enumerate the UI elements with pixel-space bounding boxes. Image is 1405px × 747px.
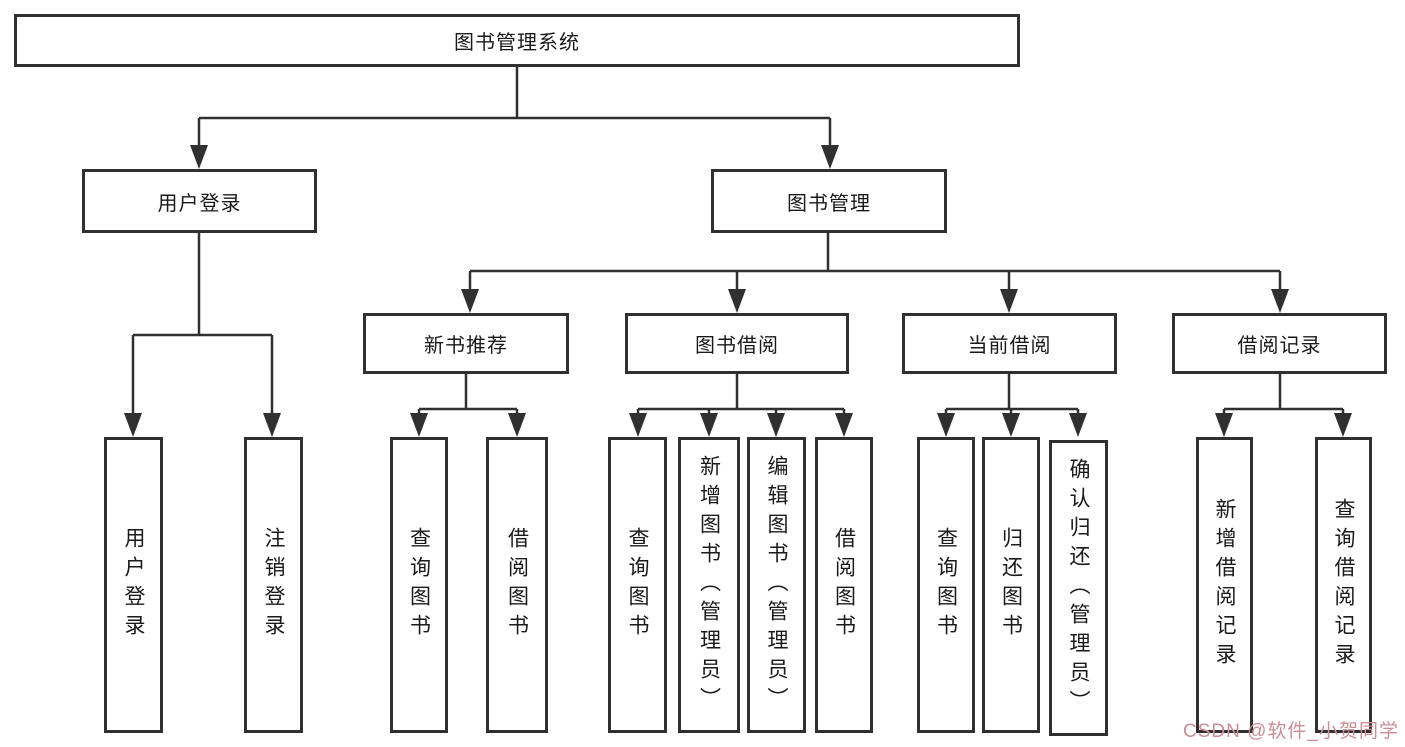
connector-path (131, 66, 1345, 415)
leaf-query-books-borrow: 查询图书 (608, 437, 667, 733)
node-borrow-records: 借阅记录 (1172, 313, 1387, 374)
leaf-return-books: 归还图书 (982, 437, 1040, 733)
leaf-edit-book-admin: 编辑图书（管理员） (747, 437, 806, 733)
leaf-query-books-current: 查询图书 (917, 437, 975, 733)
leaf-user-login: 用户登录 (104, 437, 163, 733)
leaf-query-borrow-record: 查询借阅记录 (1315, 437, 1372, 733)
node-root: 图书管理系统 (14, 14, 1020, 67)
leaf-borrow-books-newbook: 借阅图书 (486, 437, 548, 733)
leaf-add-borrow-record: 新增借阅记录 (1196, 437, 1253, 733)
watermark: CSDN @软件_小贺同学 (1183, 721, 1399, 742)
node-book-borrow: 图书借阅 (625, 313, 849, 374)
leaf-confirm-return-admin: 确认归还（管理员） (1049, 440, 1108, 736)
leaf-borrow-books: 借阅图书 (815, 437, 873, 733)
node-current-borrow: 当前借阅 (902, 313, 1117, 374)
node-user-login: 用户登录 (82, 169, 317, 233)
node-book-management: 图书管理 (711, 169, 947, 233)
leaf-query-books-newbook: 查询图书 (390, 437, 448, 733)
leaf-add-book-admin: 新增图书（管理员） (678, 437, 740, 733)
arrowheads (124, 145, 1352, 437)
node-new-book-recommend: 新书推荐 (363, 313, 569, 374)
leaf-logout: 注销登录 (244, 437, 303, 733)
